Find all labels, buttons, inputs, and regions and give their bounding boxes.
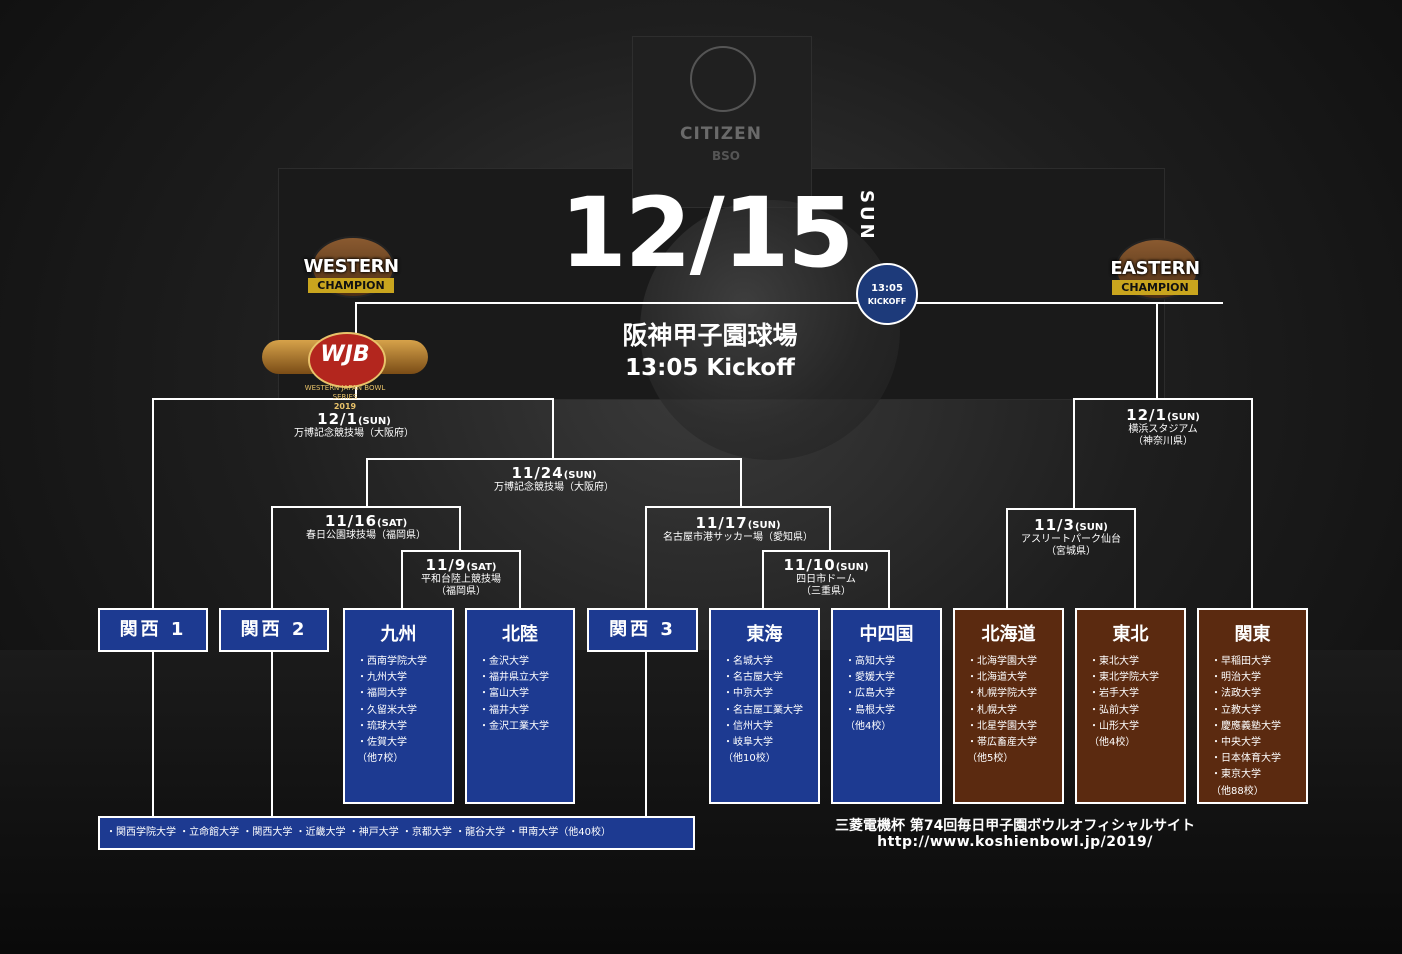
team-hokkaido: 北海道 ・北海学園大学・北海道大学・札幌学院大学・札幌大学・北星学園大学・帯広畜… bbox=[953, 608, 1064, 804]
school-list-item: ・早稲田大学 bbox=[1211, 656, 1271, 667]
board-letters: BSO bbox=[712, 149, 740, 163]
school-list-item: ・名古屋大学 bbox=[723, 672, 783, 684]
team-chushikoku: 中四国 ・高知大学・愛媛大学・広島大学・島根大学（他4校） bbox=[831, 608, 942, 804]
school-list-item: ・札幌大学 bbox=[967, 704, 1017, 716]
school-list-item: ・高知大学 bbox=[845, 656, 895, 667]
school-list-item: ・島根大学 bbox=[845, 704, 895, 716]
globe-graphic bbox=[640, 200, 900, 460]
school-list-item: ・福岡大学 bbox=[357, 688, 407, 700]
team-tohoku: 東北 ・東北大学・東北学院大学・岩手大学・弘前大学・山形大学（他4校） bbox=[1075, 608, 1186, 804]
match-e-semi: 11/3(SUN) アスリートパーク仙台 （宮城県） bbox=[1021, 516, 1121, 557]
school-list-item: ・東北大学 bbox=[1089, 656, 1139, 667]
school-list-item: ・琉球大学 bbox=[357, 720, 407, 732]
school-list-item: ・慶應義塾大学 bbox=[1211, 720, 1281, 732]
school-list-item: ・法政大学 bbox=[1211, 688, 1261, 700]
kickoff-badge-time: 13:05 bbox=[871, 283, 903, 294]
school-list-item: ・福井大学 bbox=[479, 704, 529, 716]
footer-title: 三菱電機杯 第74回毎日甲子園ボウルオフィシャルサイト bbox=[834, 818, 1196, 834]
final-weekday: SUN bbox=[856, 190, 877, 242]
team-kansai2: 関西 2 bbox=[219, 608, 329, 652]
final-venue: 阪神甲子園球場 bbox=[622, 321, 798, 350]
school-list-item: ・弘前大学 bbox=[1089, 704, 1139, 716]
school-list-item: ・北海学園大学 bbox=[967, 656, 1037, 667]
match-w-qf1: 11/16(SAT) 春日公園球技場（福岡県） bbox=[306, 512, 426, 542]
school-list-item: ・九州大学 bbox=[357, 672, 407, 684]
school-list-item: （他4校） bbox=[1089, 737, 1136, 749]
school-list-item: ・西南学院大学 bbox=[357, 656, 427, 667]
western-badge-name: WESTERN bbox=[303, 256, 399, 277]
school-list-item: ・金沢大学 bbox=[479, 656, 529, 667]
school-list-item: （他7校） bbox=[357, 753, 404, 765]
school-list-item: ・岩手大学 bbox=[1089, 688, 1139, 700]
school-list-item: ・東京大学 bbox=[1211, 769, 1261, 781]
kickoff-badge-label: KICKOFF bbox=[867, 297, 907, 306]
clock-brand: CITIZEN bbox=[680, 124, 762, 144]
school-list-item: （他4校） bbox=[845, 720, 892, 732]
school-list-item: ・佐賀大学 bbox=[357, 737, 407, 749]
school-list-item: ・名古屋工業大学 bbox=[723, 704, 803, 716]
western-badge-sub: CHAMPION bbox=[308, 278, 394, 293]
eastern-badge-name: EASTERN bbox=[1110, 258, 1200, 279]
team-kanto: 関東 ・早稲田大学・明治大学・法政大学・立教大学・慶應義塾大学・中央大学・日本体… bbox=[1197, 608, 1308, 804]
football-icon bbox=[308, 332, 386, 388]
match-w-r1a: 11/9(SAT) 平和台陸上競技場 （福岡県） bbox=[421, 556, 501, 597]
team-tokai: 東海 ・名城大学・名古屋大学・中京大学・名古屋工業大学・信州大学・岐阜大学（他1… bbox=[709, 608, 820, 804]
school-list-item: （他10校） bbox=[723, 753, 776, 765]
school-list-item: ・福井県立大学 bbox=[479, 672, 549, 684]
school-list-item: ・中央大学 bbox=[1211, 737, 1261, 749]
school-list-item: ・岐阜大学 bbox=[723, 737, 773, 749]
final-kickoff: 13:05 Kickoff bbox=[625, 355, 795, 381]
school-list-item: ・北海道大学 bbox=[967, 672, 1027, 684]
school-list-item: ・広島大学 bbox=[845, 688, 895, 700]
match-w-qf2: 11/17(SUN) 名古屋市港サッカー場（愛知県） bbox=[663, 514, 813, 544]
school-list-item: （他88校） bbox=[1211, 785, 1264, 797]
clock-icon bbox=[690, 46, 756, 112]
kickoff-badge: 13:05 KICKOFF bbox=[856, 263, 918, 325]
school-list-item: ・北星学園大学 bbox=[967, 720, 1037, 732]
western-champion-badge: WESTERN CHAMPION bbox=[296, 236, 406, 306]
school-list-item: （他5校） bbox=[967, 753, 1014, 765]
wjb-logo-text: WJB bbox=[320, 342, 370, 367]
kansai-schools-list: ・関西学院大学 ・立命館大学 ・関西大学 ・近畿大学 ・神戸大学 ・京都大学 ・… bbox=[98, 816, 695, 850]
school-list-item: ・金沢工業大学 bbox=[479, 720, 549, 732]
school-list-item: ・明治大学 bbox=[1211, 672, 1261, 684]
school-list-item: ・東北学院大学 bbox=[1089, 672, 1159, 684]
school-list-item: ・信州大学 bbox=[723, 720, 773, 732]
school-list-item: ・名城大学 bbox=[723, 656, 773, 667]
match-w-final: 12/1(SUN) 万博記念競技場（大阪府） bbox=[294, 410, 414, 440]
match-e-final: 12/1(SUN) 横浜スタジアム （神奈川県） bbox=[1126, 406, 1200, 447]
team-kyushu: 九州 ・西南学院大学・九州大学・福岡大学・久留米大学・琉球大学・佐賀大学（他7校… bbox=[343, 608, 454, 804]
wjb-logo-sub: WESTERN JAPAN BOWL SERIES 2019 bbox=[304, 384, 386, 411]
school-list-item: ・愛媛大学 bbox=[845, 672, 895, 684]
team-kansai1: 関西 1 bbox=[98, 608, 208, 652]
eastern-champion-badge: EASTERN CHAMPION bbox=[1100, 238, 1210, 308]
school-list-item: ・山形大学 bbox=[1089, 720, 1139, 732]
final-date: 12/15 bbox=[560, 177, 854, 289]
school-list-item: ・中京大学 bbox=[723, 688, 773, 700]
stadium-field bbox=[0, 650, 1402, 954]
team-hokuriku: 北陸 ・金沢大学・福井県立大学・富山大学・福井大学・金沢工業大学 bbox=[465, 608, 575, 804]
school-list-item: ・立教大学 bbox=[1211, 704, 1261, 716]
school-list-item: ・日本体育大学 bbox=[1211, 753, 1281, 765]
match-w-semi: 11/24(SUN) 万博記念競技場（大阪府） bbox=[494, 464, 614, 494]
match-w-r1b: 11/10(SUN) 四日市ドーム （三重県） bbox=[783, 556, 869, 597]
school-list-item: ・久留米大学 bbox=[357, 704, 417, 716]
school-list-item: ・札幌学院大学 bbox=[967, 688, 1037, 700]
eastern-badge-sub: CHAMPION bbox=[1112, 280, 1198, 295]
wjb-logo: WJB WESTERN JAPAN BOWL SERIES 2019 bbox=[262, 326, 428, 411]
school-list-item: ・富山大学 bbox=[479, 688, 529, 700]
team-kansai3: 関西 3 bbox=[587, 608, 698, 652]
footer-url-link[interactable]: http://www.koshienbowl.jp/2019/ bbox=[877, 834, 1153, 850]
school-list-item: ・帯広畜産大学 bbox=[967, 737, 1037, 749]
